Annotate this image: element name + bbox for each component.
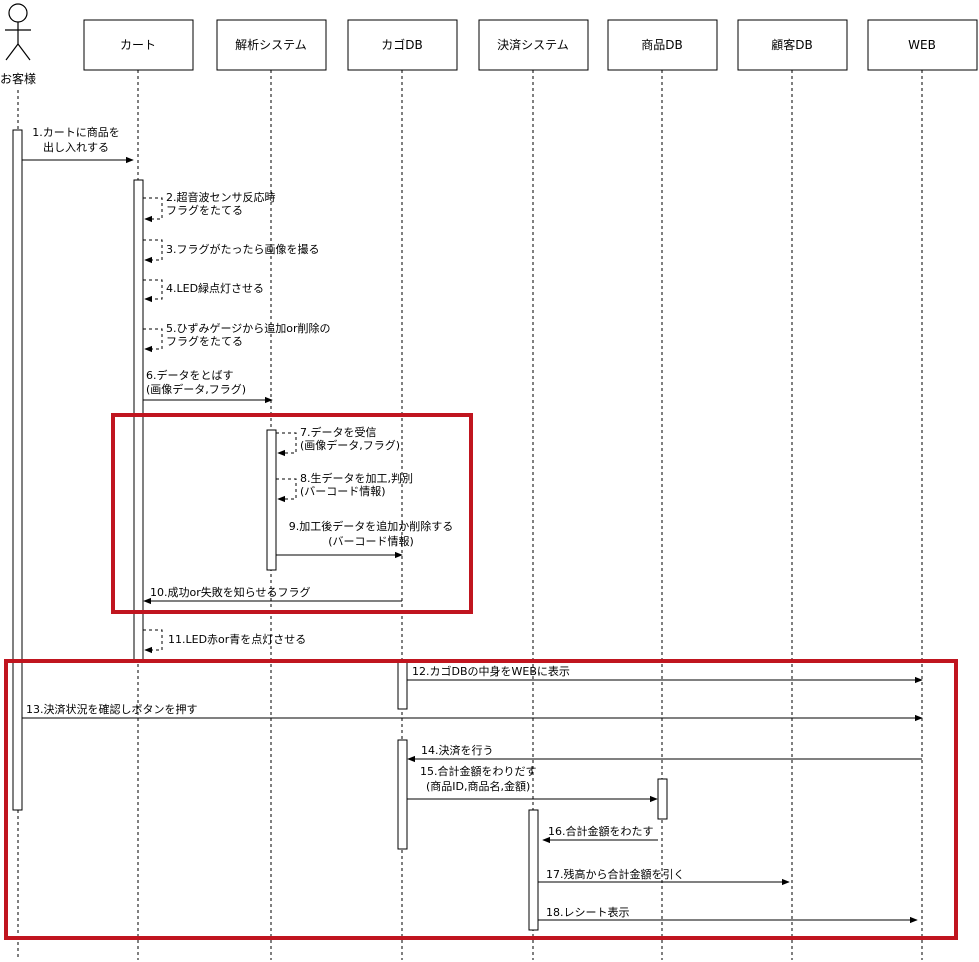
message-4-line-1: 4.LED緑点灯させる xyxy=(166,281,264,295)
message-1-line-1: 1.カートに商品を xyxy=(32,125,120,139)
highlight-frame-payment xyxy=(4,659,958,940)
message-2-arrow xyxy=(143,197,163,223)
participant-cart: カート xyxy=(83,19,194,71)
message-8-line-2: (バーコード情報) xyxy=(300,485,386,498)
message-18: 18.レシート表示 xyxy=(538,905,918,924)
message-5-line-1: 5.ひずみゲージから追加or削除の xyxy=(166,321,331,335)
message-7-line-2: (画像データ,フラグ) xyxy=(300,438,400,452)
participant-web: WEB xyxy=(867,19,978,71)
message-6-line-2: (画像データ,フラグ) xyxy=(146,382,246,396)
message-10-line-1: 10.成功or失敗を知らせるフラグ xyxy=(150,585,311,599)
message-2-line-2: フラグをたてる xyxy=(166,203,243,217)
message-2-line-1: 2.超音波センサ反応時 xyxy=(166,190,276,204)
message-6: 6.データをとばす (画像データ,フラグ) xyxy=(143,368,273,404)
message-13: 13.決済状況を確認しボタンを押す xyxy=(22,702,923,722)
message-5: 5.ひずみゲージから追加or削除の フラグをたてる xyxy=(143,321,331,353)
participant-analysis: 解析システム xyxy=(216,19,327,71)
message-9-line-1: 9.加工後データを追加か削除する xyxy=(289,519,454,533)
message-6-line-1: 6.データをとばす xyxy=(146,368,234,382)
activation-basketdb-2 xyxy=(397,739,408,850)
participant-productdb-label: 商品DB xyxy=(641,37,682,52)
message-18-line-1: 18.レシート表示 xyxy=(546,905,630,919)
message-11-line-1: 11.LED赤or青を点灯させる xyxy=(168,633,306,646)
message-8: 8.生データを加工,判別 (バーコード情報) xyxy=(276,471,413,503)
message-15: 15.合計金額をわりだす (商品ID,商品名,金額) xyxy=(407,764,658,803)
message-5-arrow xyxy=(143,328,163,353)
activation-basketdb-1 xyxy=(397,659,408,710)
message-9: 9.加工後データを追加か削除する (バーコード情報) xyxy=(276,519,454,559)
participant-productdb: 商品DB xyxy=(607,19,718,71)
actor-customer: お客様 xyxy=(0,3,36,86)
message-4: 4.LED緑点灯させる xyxy=(143,279,264,303)
participant-cart-label: カート xyxy=(120,38,156,52)
activation-cart xyxy=(133,179,144,661)
participant-web-label: WEB xyxy=(908,38,936,52)
message-7: 7.データを受信 (画像データ,フラグ) xyxy=(276,425,400,457)
participant-basketdb: カゴDB xyxy=(347,19,458,71)
message-12-line-1: 12.カゴDBの中身をWEBに表示 xyxy=(412,664,570,678)
actor-head xyxy=(8,3,28,23)
participant-customerdb-label: 顧客DB xyxy=(771,37,812,52)
highlight-frame-analysis xyxy=(111,413,473,614)
message-8-line-1: 8.生データを加工,判別 xyxy=(300,471,413,485)
message-13-line-1: 13.決済状況を確認しボタンを押す xyxy=(26,702,198,716)
activation-payment xyxy=(528,809,539,931)
message-8-arrow xyxy=(276,478,297,503)
message-3-line-1: 3.フラグがたったら画像を撮る xyxy=(166,242,320,256)
message-15-line-1: 15.合計金額をわりだす xyxy=(420,764,537,778)
participant-analysis-label: 解析システム xyxy=(235,38,307,52)
participant-payment: 決済システム xyxy=(478,19,589,71)
participant-customerdb: 顧客DB xyxy=(737,19,848,71)
message-3: 3.フラグがたったら画像を撮る xyxy=(143,239,320,264)
message-4-arrow xyxy=(143,279,163,303)
message-1: 1.カートに商品を 出し入れする xyxy=(22,125,134,164)
message-15-line-2: (商品ID,商品名,金額) xyxy=(426,779,530,793)
actor-label: お客様 xyxy=(0,71,36,86)
message-16: 16.合計金額をわたす xyxy=(542,824,658,844)
message-12: 12.カゴDBの中身をWEBに表示 xyxy=(407,664,923,684)
message-10: 10.成功or失敗を知らせるフラグ xyxy=(143,585,402,605)
activation-customer xyxy=(12,129,23,811)
message-7-line-1: 7.データを受信 xyxy=(300,425,377,439)
message-9-line-2: (バーコード情報) xyxy=(328,535,414,548)
participant-payment-label: 決済システム xyxy=(497,37,569,52)
message-14: 14.決済を行う xyxy=(407,743,922,763)
message-7-arrow xyxy=(276,432,297,457)
message-16-line-1: 16.合計金額をわたす xyxy=(548,824,654,838)
message-5-line-2: フラグをたてる xyxy=(166,334,243,348)
message-11-arrow xyxy=(143,629,163,654)
message-3-arrow xyxy=(143,239,163,264)
message-11: 11.LED赤or青を点灯させる xyxy=(143,629,306,654)
activation-analysis xyxy=(266,429,277,571)
message-1-line-2: 出し入れする xyxy=(43,140,109,154)
participant-basketdb-label: カゴDB xyxy=(381,37,422,52)
message-17-line-1: 17.残高から合計金額を引く xyxy=(546,867,685,881)
message-17: 17.残高から合計金額を引く xyxy=(538,867,790,886)
message-14-line-1: 14.決済を行う xyxy=(421,743,494,757)
activation-productdb xyxy=(657,778,668,820)
message-2: 2.超音波センサ反応時 フラグをたてる xyxy=(143,190,276,223)
